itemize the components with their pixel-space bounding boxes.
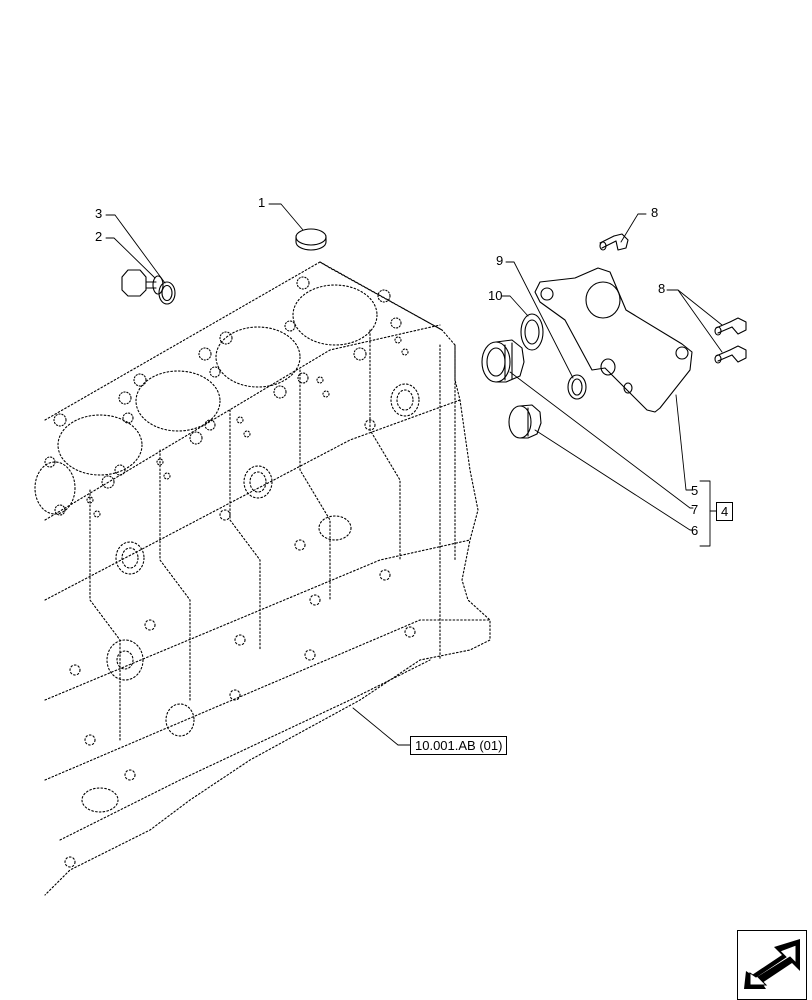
leader-lines <box>105 203 723 746</box>
part-2-plug <box>121 269 164 297</box>
callout-5[interactable]: 5 <box>691 483 699 498</box>
part-8-bolt-right-2 <box>714 345 747 364</box>
next-page-arrow-icon[interactable] <box>737 930 807 1000</box>
arrow-glyph-icon <box>744 939 800 989</box>
callout-8-right[interactable]: 8 <box>658 281 666 296</box>
part-8-bolt-top <box>599 233 629 251</box>
part-5-bracket-plate <box>534 267 693 413</box>
part-6-plug <box>508 404 542 439</box>
deck-bolt-holes <box>44 276 409 518</box>
part-8-bolt-right-1 <box>714 317 747 336</box>
callout-10[interactable]: 10 <box>488 288 503 303</box>
block-side-ports <box>64 383 420 868</box>
part-10-seal-ring <box>520 313 544 351</box>
part-9-seal-ring <box>567 374 587 400</box>
engine-block <box>44 261 491 896</box>
part-1-cup-plug <box>295 228 327 251</box>
callout-8-top[interactable]: 8 <box>651 205 659 220</box>
cylinder-bores <box>34 284 378 515</box>
callout-2[interactable]: 2 <box>95 229 103 244</box>
callout-3[interactable]: 3 <box>95 206 103 221</box>
callout-6[interactable]: 6 <box>691 523 699 538</box>
callout-9[interactable]: 9 <box>496 253 504 268</box>
callout-7[interactable]: 7 <box>691 502 699 517</box>
part-7-cover-plug <box>481 339 525 383</box>
part-3-seal-ring <box>158 281 176 305</box>
callout-4-assembly[interactable]: 4 <box>716 502 734 521</box>
reference-link-engine-block[interactable]: 10.001.AB (01) <box>410 736 508 755</box>
callout-1[interactable]: 1 <box>258 195 266 210</box>
